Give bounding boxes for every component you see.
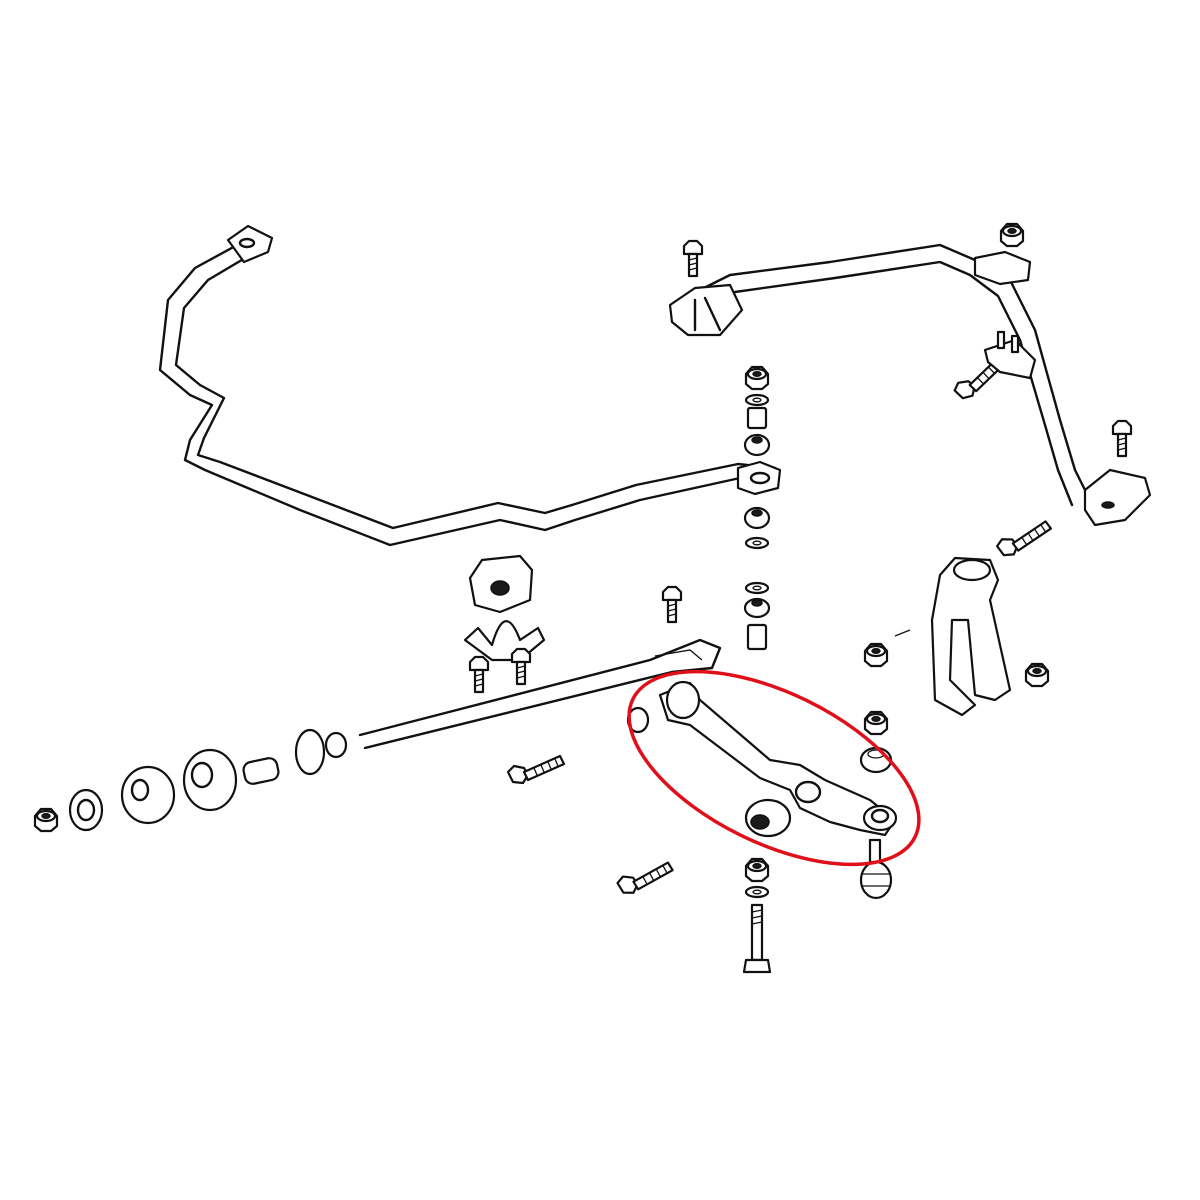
radius-rod-bushing-stack (33, 728, 348, 833)
fork-nut-left (863, 642, 889, 668)
stabilizer-bar (158, 224, 782, 547)
end-link-nut-top (744, 365, 770, 391)
stabilizer-bushing (468, 554, 534, 614)
stabilizer-end-link-stack (743, 365, 771, 651)
end-link-washer-3 (744, 581, 770, 595)
arm-through-bolt (742, 903, 772, 974)
highlight-ellipse (627, 669, 921, 867)
brace-bolt-right (1111, 419, 1133, 458)
end-link-sleeve (746, 623, 768, 651)
radius-rod-washer (68, 788, 104, 832)
brace-bolt-left (682, 239, 704, 278)
ball-joint-stud (868, 838, 882, 864)
bracket-bolt-right (510, 647, 532, 686)
end-link-washer (744, 393, 770, 407)
end-link-spacer (746, 406, 768, 430)
end-link-bushing-lower (743, 506, 771, 530)
crossmember-brace (668, 222, 1152, 527)
damper-fork (930, 556, 1012, 717)
end-link-washer-2 (744, 536, 770, 550)
end-link-bushing-upper (743, 433, 771, 457)
arm-nut (744, 857, 770, 883)
lower-arm-bolt (506, 754, 566, 785)
arm-washer (744, 885, 770, 899)
radius-rod-nut (33, 807, 59, 833)
brace-bracket (983, 330, 1037, 380)
radius-rod-bushing-outer (120, 765, 176, 825)
fork-pin (894, 629, 911, 637)
ball-joint-nut (863, 710, 889, 736)
ball-joint-boot (859, 746, 893, 774)
radius-rod-bushing-inner (182, 748, 238, 812)
fork-nut (1024, 662, 1050, 688)
lower-arm-pivot-bolt (615, 861, 676, 896)
brace-nut (999, 222, 1025, 248)
radius-rod-bolt (661, 585, 683, 624)
ball-joint-housing (859, 860, 893, 900)
radius-rod (358, 638, 722, 750)
bracket-bolt-left (468, 655, 490, 694)
end-link-bushing-3 (743, 597, 771, 619)
lower-control-arm (626, 680, 898, 838)
radius-rod-collar (242, 757, 280, 785)
stabilizer-bracket (463, 620, 546, 662)
radius-rod-bushing-front (294, 728, 348, 776)
fork-pinch-bolt (993, 519, 1056, 559)
